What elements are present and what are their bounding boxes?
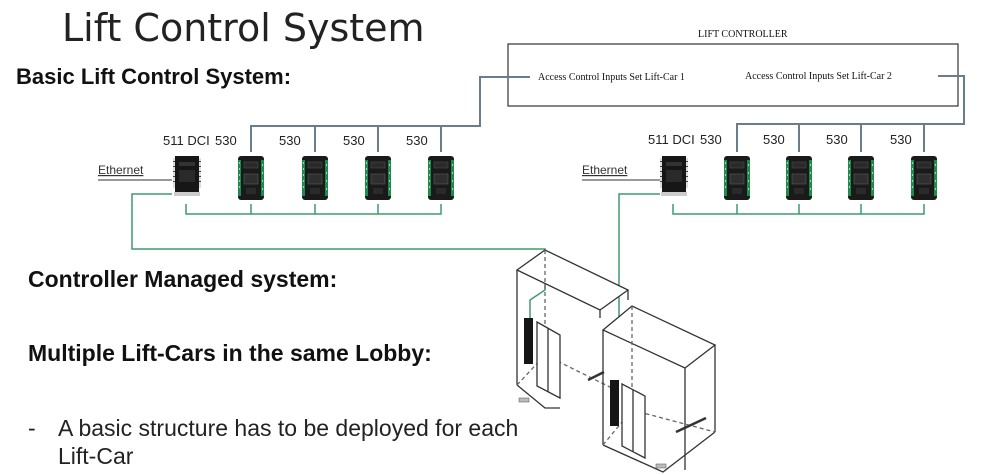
dci-511-label: 511 DCI xyxy=(648,132,695,147)
lift-controller: LIFT CONTROLLER Access Control Inputs Se… xyxy=(507,29,959,107)
bus-left xyxy=(185,204,442,215)
module-group-left: 511 DCI 530 530 530 530 Ethernet xyxy=(98,133,455,201)
heading-managed-system: Controller Managed system: xyxy=(28,266,338,292)
module-530-label: 530 xyxy=(343,133,365,148)
wire-lift-car-2 xyxy=(736,75,965,152)
module-530 xyxy=(910,155,938,201)
module-530 xyxy=(237,155,265,201)
ethernet-label: Ethernet xyxy=(98,163,144,177)
ethernet-label: Ethernet xyxy=(582,163,628,177)
lift-controller-input-2: Access Control Inputs Set Lift-Car 2 xyxy=(745,71,892,82)
dci-511-label: 511 DCI xyxy=(163,133,210,148)
module-530-label: 530 xyxy=(406,133,428,148)
network-to-lift-car-2 xyxy=(618,193,660,330)
heading-basic-system: Basic Lift Control System: xyxy=(16,64,292,89)
dci-511-controller xyxy=(173,156,201,196)
module-group-right: 511 DCI 530 530 530 530 Ethernet xyxy=(582,132,938,201)
wire-lift-car-1 xyxy=(250,76,530,152)
module-530-label: 530 xyxy=(279,133,301,148)
lift-controller-input-1: Access Control Inputs Set Lift-Car 1 xyxy=(538,72,685,83)
module-530 xyxy=(364,155,392,201)
bullet-dash: - xyxy=(28,415,36,441)
card-reader-icon xyxy=(610,380,619,426)
module-530 xyxy=(301,155,329,201)
module-530-label: 530 xyxy=(215,133,237,148)
lift-car-2 xyxy=(601,305,717,473)
page-title: Lift Control System xyxy=(62,6,425,50)
module-530-label: 530 xyxy=(890,132,912,147)
module-530 xyxy=(427,155,455,201)
module-530-label: 530 xyxy=(700,132,722,147)
module-530 xyxy=(723,155,751,201)
module-530 xyxy=(847,155,875,201)
bullet-text: A basic structure has to be deployed for… xyxy=(58,415,519,469)
network-to-lift-car-1 xyxy=(131,193,546,325)
lift-controller-title: LIFT CONTROLLER xyxy=(698,29,788,40)
module-530-label: 530 xyxy=(826,132,848,147)
controller-wiring xyxy=(250,75,965,152)
network-wiring xyxy=(131,193,925,330)
module-530 xyxy=(785,155,813,201)
module-530-label: 530 xyxy=(763,132,785,147)
dci-511-controller xyxy=(660,156,688,196)
heading-multiple-lift-cars: Multiple Lift-Cars in the same Lobby: xyxy=(28,340,432,366)
card-reader-icon xyxy=(524,318,533,364)
lift-car-1 xyxy=(515,249,630,409)
